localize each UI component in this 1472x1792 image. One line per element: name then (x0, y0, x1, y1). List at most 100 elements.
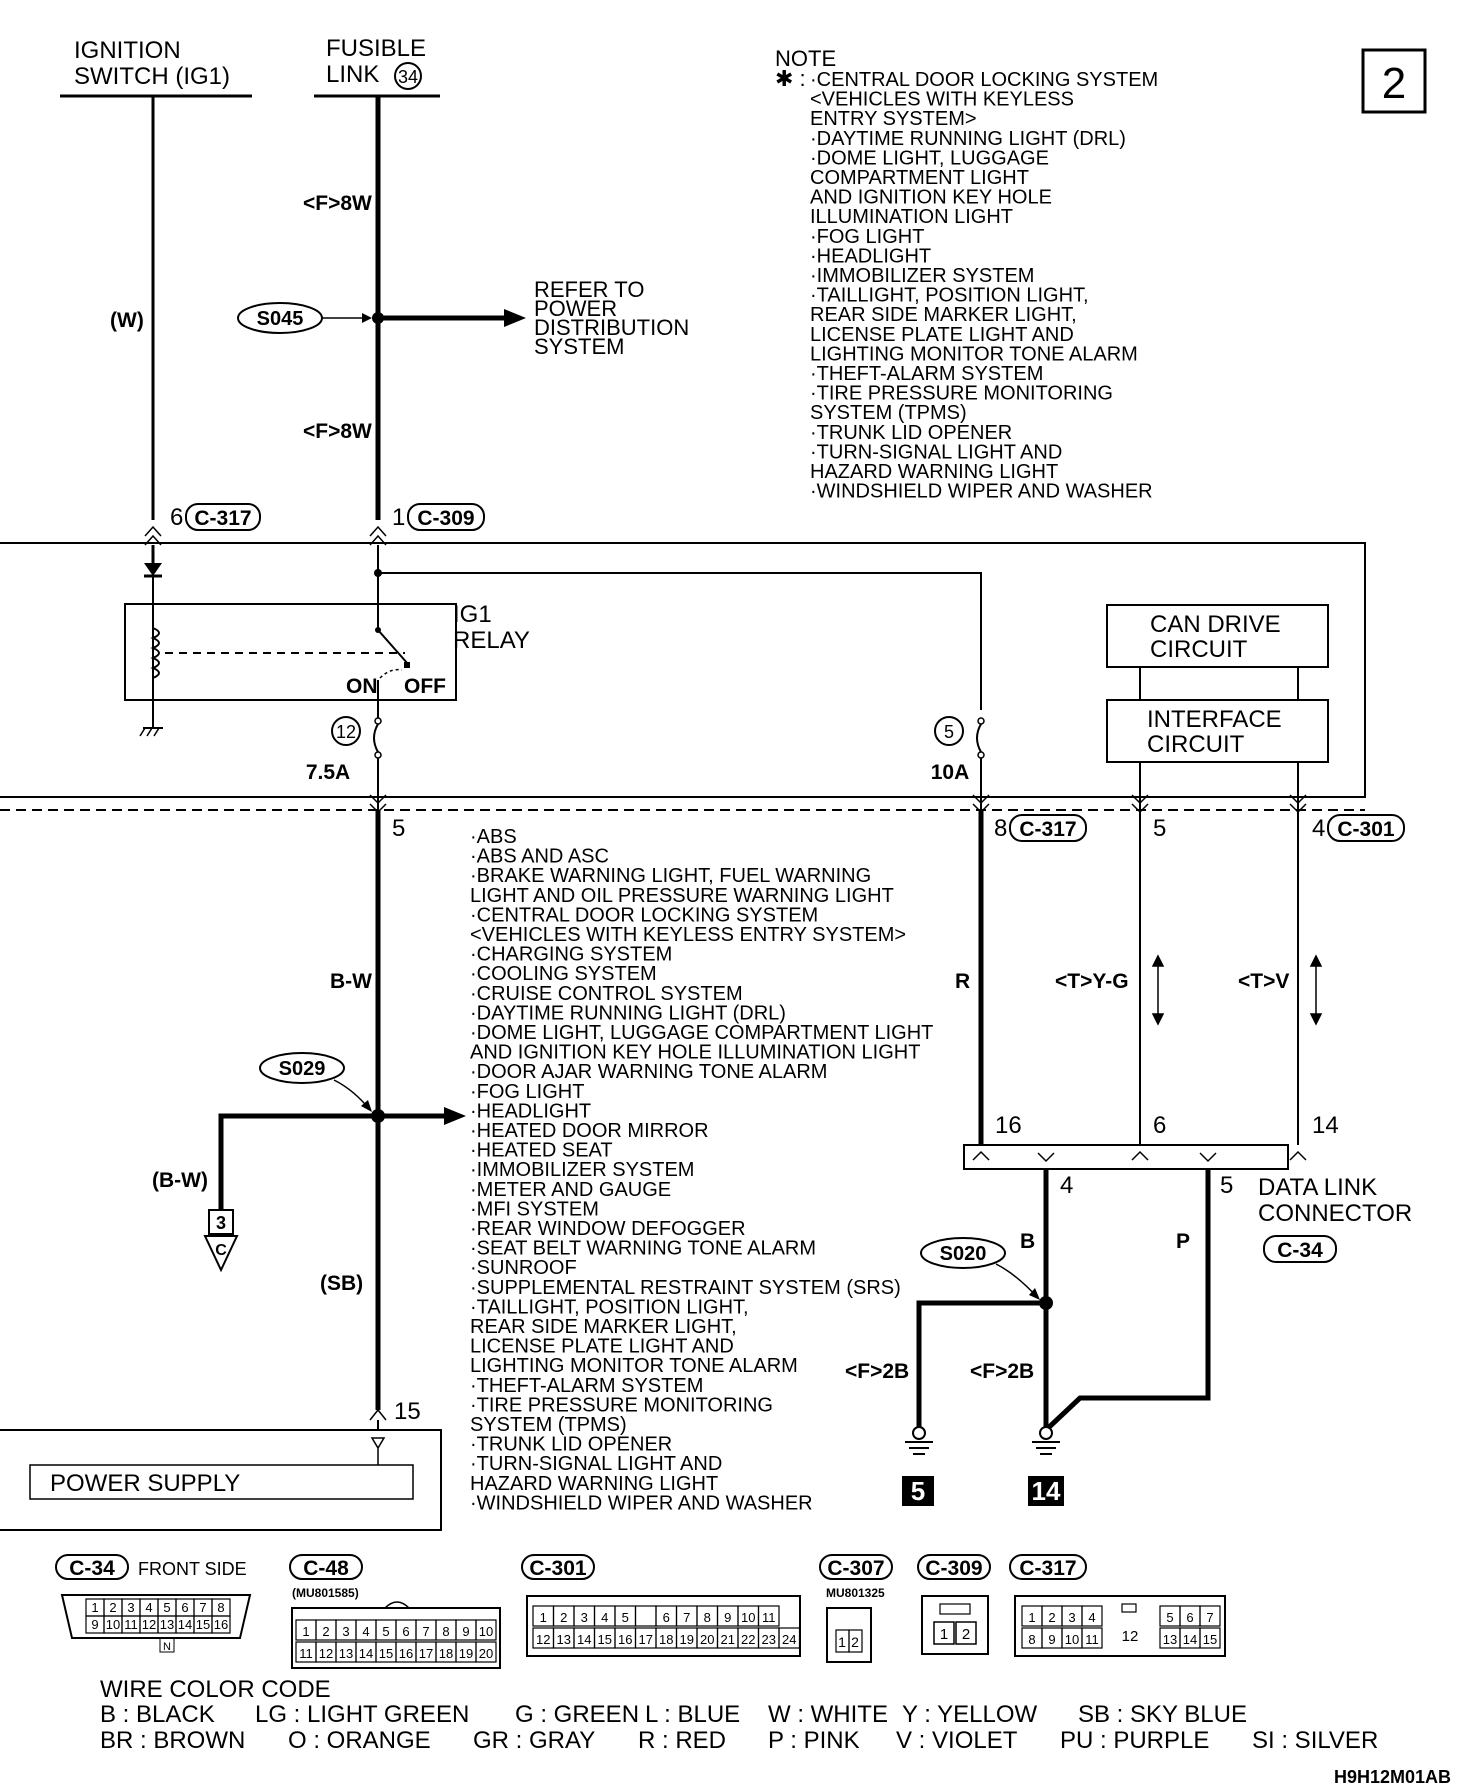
color-code-entry: L : BLUE (645, 1701, 740, 1728)
note-title: NOTE (775, 46, 836, 71)
connector-c317-bottom: C-317 (1009, 814, 1087, 842)
system-item: ·CENTRAL DOOR LOCKING SYSTEM (470, 904, 818, 926)
connector-view-c309: C-309 1 2 (917, 1554, 991, 1655)
color-code-entry: P : PINK (768, 1727, 860, 1754)
svg-text:C-307: C-307 (827, 1557, 884, 1580)
c48-pin-label: 6 (402, 1624, 409, 1639)
c34-pin-label: 1 (91, 1600, 98, 1615)
diode-icon (144, 563, 162, 576)
svg-text:5: 5 (944, 722, 954, 742)
note-item: ·WINDSHIELD WIPER AND WASHER (810, 481, 1153, 503)
c317-pin-label: 3 (1068, 1610, 1075, 1625)
system-item: ·DOOR AJAR WARNING TONE ALARM (470, 1061, 827, 1083)
wire-label-r: R (955, 970, 970, 993)
c301-pin-label: 18 (659, 1632, 673, 1647)
data-link-connector (963, 1144, 1307, 1170)
svg-text:7.5A: 7.5A (306, 761, 350, 784)
svg-text:CIRCUIT: CIRCUIT (1150, 636, 1248, 663)
color-code-entry: SI : SILVER (1252, 1727, 1378, 1754)
c48-pin-label: 5 (382, 1624, 389, 1639)
dlc-pin-14: 14 (1312, 1112, 1339, 1139)
image-code: H9H12M01AB (1334, 1767, 1451, 1787)
c48-pin-label: 11 (299, 1646, 313, 1661)
system-item: SYSTEM (TPMS) (470, 1414, 627, 1436)
c48-pin-label: 20 (479, 1646, 493, 1661)
svg-text:1: 1 (838, 1634, 846, 1650)
color-code-entry: O : ORANGE (288, 1727, 431, 1754)
c317-pin-label: 10 (1065, 1632, 1079, 1647)
page-number: 2 (1382, 59, 1406, 108)
system-item: ·MFI SYSTEM (470, 1198, 599, 1220)
svg-text:C-34: C-34 (69, 1557, 115, 1580)
system-item: ·REAR WINDOW DEFOGGER (470, 1218, 746, 1240)
connector-c301: C-301 (1327, 814, 1405, 842)
wire-label-b-w-branch: (B-W) (152, 1169, 208, 1192)
ecu-outline (0, 542, 1366, 811)
svg-text:C-317: C-317 (194, 507, 251, 530)
wire-b-ground (916, 1300, 1046, 1430)
svg-text:C-34: C-34 (1277, 1239, 1323, 1262)
svg-text:IGNITION: IGNITION (74, 37, 181, 64)
system-item: ·TAILLIGHT, POSITION LIGHT, (470, 1296, 749, 1318)
c317-pin-label: 15 (1203, 1632, 1217, 1647)
splice-s045: S045 (237, 302, 384, 334)
wire-label-b: B (1020, 1230, 1035, 1253)
system-item: ·TIRE PRESSURE MONITORING (470, 1394, 773, 1416)
pin-5-left: 5 (392, 815, 405, 842)
svg-text:(MU801585): (MU801585) (292, 1586, 359, 1600)
dlc-pin-6: 6 (1153, 1112, 1166, 1139)
c301-pin-label: 1 (540, 1610, 547, 1625)
note-item: ·TURN-SIGNAL LIGHT AND (810, 441, 1062, 463)
svg-text:C-301: C-301 (529, 1557, 587, 1580)
wire-label-y-g: <T>Y-G (1055, 970, 1129, 993)
c34-pin-label: 8 (217, 1600, 224, 1615)
c301-pin-label: 2 (560, 1610, 567, 1625)
color-code-entry: GR : GRAY (473, 1727, 595, 1754)
svg-text:S020: S020 (940, 1243, 987, 1265)
wire-label-w: (W) (110, 309, 144, 332)
c301-pin-label: 8 (704, 1610, 711, 1625)
color-code-entry: PU : PURPLE (1060, 1727, 1209, 1754)
c48-pin-cell (475, 1619, 497, 1641)
relay-off-label: OFF (404, 675, 446, 698)
note-item: ·HEADLIGHT (810, 245, 931, 267)
c301-pin-label: 11 (762, 1610, 776, 1625)
color-code-entry: G : GREEN (515, 1701, 639, 1728)
power-supply-outline (0, 1429, 442, 1531)
c301-pin-label: 10 (741, 1610, 755, 1625)
svg-text:LINK: LINK (326, 61, 379, 88)
system-item: LICENSE PLATE LIGHT AND (470, 1336, 734, 1358)
wire-p (1044, 1169, 1211, 1432)
wire-label-ground-left: <F>2B (845, 1360, 909, 1383)
arrow-systems-list (444, 1107, 466, 1125)
c34-pin-label: 13 (160, 1617, 174, 1632)
system-item: ·HEADLIGHT (470, 1100, 591, 1122)
svg-text:C-48: C-48 (303, 1557, 349, 1580)
pin-5-mid: 5 (1153, 815, 1166, 842)
system-item: ·HEATED DOOR MIRROR (470, 1120, 709, 1142)
svg-text:2: 2 (851, 1634, 859, 1650)
c301-pin-label: 4 (601, 1610, 608, 1625)
c317-pin-label: 14 (1183, 1632, 1197, 1647)
connector-c317-top: C-317 (185, 503, 261, 531)
svg-text:FRONT SIDE: FRONT SIDE (138, 1559, 247, 1579)
note-items: ·CENTRAL DOOR LOCKING SYSTEM <VEHICLES W… (810, 69, 1158, 503)
wire-label-fl-top: <F>8W (303, 192, 372, 215)
note-item: <VEHICLES WITH KEYLESS (810, 89, 1074, 111)
c317-pin-label: 4 (1088, 1610, 1095, 1625)
c34-pin-label: 16 (214, 1617, 228, 1632)
svg-text:MU801325: MU801325 (826, 1586, 885, 1600)
svg-text:REFER TO: REFER TO (534, 277, 644, 302)
system-item: ·THEFT-ALARM SYSTEM (470, 1375, 703, 1397)
system-item: ·COOLING SYSTEM (470, 963, 657, 985)
c34-pin-label: 15 (196, 1617, 210, 1632)
svg-text:C: C (215, 1242, 227, 1259)
relay-name-1: IG1 (453, 601, 492, 628)
c34-pin-label: 12 (142, 1617, 156, 1632)
system-item: ·TURN-SIGNAL LIGHT AND (470, 1453, 722, 1475)
c48-pin-label: 3 (342, 1624, 349, 1639)
system-item: REAR SIDE MARKER LIGHT, (470, 1316, 737, 1338)
